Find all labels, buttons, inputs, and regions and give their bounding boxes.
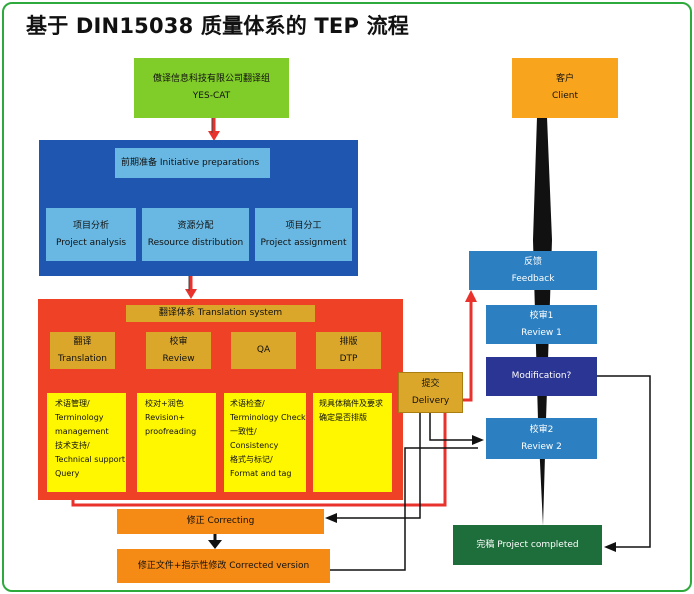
client-zh: 客户 [555, 74, 574, 84]
note-line: 技术支持/ [55, 441, 90, 450]
system-col-dtp: 排版 DTP [316, 332, 381, 369]
modification-label: Modification? [511, 371, 572, 381]
prep-item-en: Project analysis [55, 237, 127, 248]
arrow-delivery-to-review2 [429, 413, 478, 441]
notes-review: 校对+润色 Revision+ proofreading [137, 393, 216, 492]
note-line: 格式与标记/ [230, 455, 273, 464]
feedback-en: Feedback [511, 273, 555, 284]
note-line: proofreading [145, 427, 197, 436]
note-line: 确定是否排版 [319, 413, 367, 422]
review2-en: Review 2 [521, 441, 562, 452]
client-box: 客户 Client [512, 58, 618, 118]
prep-item-project-analysis: 项目分析 Project analysis [46, 208, 136, 261]
system-col-en: QA [256, 345, 271, 355]
system-col-translation: 翻译 Translation [50, 332, 115, 369]
completed-box: 完稿 Project completed [453, 525, 602, 565]
delivery-box: 提交 Delivery [398, 372, 463, 413]
review2-zh: 校审2 [529, 424, 554, 435]
arrow-modification-to-completed [597, 375, 651, 548]
note-line: Revision+ [145, 413, 186, 422]
note-line: 校对+润色 [145, 399, 184, 408]
prep-item-zh: 项目分析 [72, 220, 109, 231]
note-line: Query [55, 469, 80, 478]
note-line: Terminology Check [230, 413, 306, 422]
arrow-red-loop [71, 412, 447, 507]
corrected-box: 修正文件+指示性修改 Corrected version [117, 549, 330, 583]
feedback-zh: 反馈 [523, 256, 542, 267]
review1-box: 校审1 Review 1 [486, 305, 597, 344]
note-line: Terminology [55, 413, 104, 422]
modification-box: Modification? [486, 357, 597, 396]
org-name: 傲译信息科技有限公司翻译组 [152, 74, 270, 84]
system-col-zh: 翻译 [73, 336, 92, 347]
prep-header: 前期准备 Initiative preparations [115, 148, 270, 178]
review2-box: 校审2 Review 2 [486, 418, 597, 459]
feedback-box: 反馈 Feedback [469, 251, 597, 290]
system-col-qa: QA [231, 332, 296, 369]
notes-translation: 术语管理/ Terminology management 技术支持/ Techn… [47, 393, 126, 492]
note-line: management [55, 427, 109, 436]
prep-item-en: Resource distribution [147, 237, 244, 248]
note-line: Consistency [230, 441, 279, 450]
system-col-review: 校审 Review [146, 332, 211, 369]
correcting-box: 修正 Correcting [117, 509, 324, 534]
prep-item-project-assignment: 项目分工 Project assignment [255, 208, 352, 261]
prep-item-zh: 资源分配 [177, 220, 214, 231]
system-col-en: Translation [57, 353, 108, 364]
notes-dtp: 规具体稿件及要求 确定是否排版 [313, 393, 392, 492]
arrow-delivery-to-feedback [463, 300, 473, 402]
prep-item-resource-distribution: 资源分配 Resource distribution [142, 208, 249, 261]
corrected-label: 修正文件+指示性修改 Corrected version [137, 560, 310, 571]
note-line: 术语检查/ [230, 399, 265, 408]
prep-item-en: Project assignment [260, 237, 347, 248]
arrow-corrected-to-review2 [330, 447, 478, 571]
page-title: 基于 DIN15038 质量体系的 TEP 流程 [26, 14, 409, 38]
org-sub: YES-CAT [192, 91, 231, 101]
note-line: 一致性/ [230, 427, 257, 436]
system-col-zh: 校审 [169, 336, 188, 347]
review1-en: Review 1 [521, 327, 562, 338]
org-box: 傲译信息科技有限公司翻译组 YES-CAT [134, 58, 289, 118]
completed-label: 完稿 Project completed [476, 539, 579, 550]
delivery-en: Delivery [411, 395, 450, 406]
system-col-en: Review [162, 353, 195, 364]
system-header: 翻译体系 Translation system [126, 305, 315, 322]
note-line: 术语管理/ [55, 399, 90, 408]
delivery-zh: 提交 [421, 378, 440, 389]
note-line: Technical support [55, 455, 125, 464]
system-header-label: 翻译体系 Translation system [158, 308, 283, 318]
system-col-zh: 排版 [339, 336, 358, 347]
review1-zh: 校审1 [529, 310, 554, 321]
notes-qa: 术语检查/ Terminology Check 一致性/ Consistency… [224, 393, 306, 492]
prep-item-zh: 项目分工 [285, 220, 322, 231]
client-en: Client [551, 91, 579, 101]
prep-header-label: 前期准备 Initiative preparations [121, 157, 260, 168]
system-col-en: DTP [339, 353, 358, 364]
correcting-label: 修正 Correcting [186, 516, 255, 526]
note-line: Format and tag [230, 469, 292, 478]
note-line: 规具体稿件及要求 [319, 399, 383, 408]
